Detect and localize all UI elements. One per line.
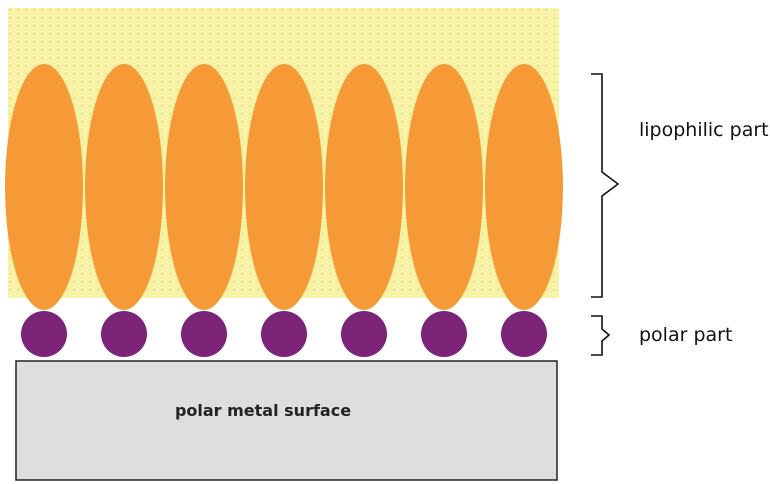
polar-head [501, 311, 547, 357]
metal-surface [15, 360, 558, 481]
molecule-layer [5, 64, 563, 357]
lipophilic-label: lipophilic part [639, 119, 769, 141]
polar-head [261, 311, 307, 357]
polar-head [421, 311, 467, 357]
lipophilic-tail [405, 64, 483, 310]
polar-head [101, 311, 147, 357]
lipophilic-tail [245, 64, 323, 310]
lipophilic-tail [485, 64, 563, 310]
polar-head [341, 311, 387, 357]
lipophilic-tail [165, 64, 243, 310]
polar-head [21, 311, 67, 357]
polar-bracket [591, 315, 611, 356]
metal-surface-label: polar metal surface [175, 401, 351, 420]
lipophilic-tail [85, 64, 163, 310]
lipophilic-bracket [591, 73, 620, 298]
polar-label: polar part [639, 324, 732, 346]
polar-head [181, 311, 227, 357]
lipophilic-tail [325, 64, 403, 310]
lipophilic-tail [5, 64, 83, 310]
